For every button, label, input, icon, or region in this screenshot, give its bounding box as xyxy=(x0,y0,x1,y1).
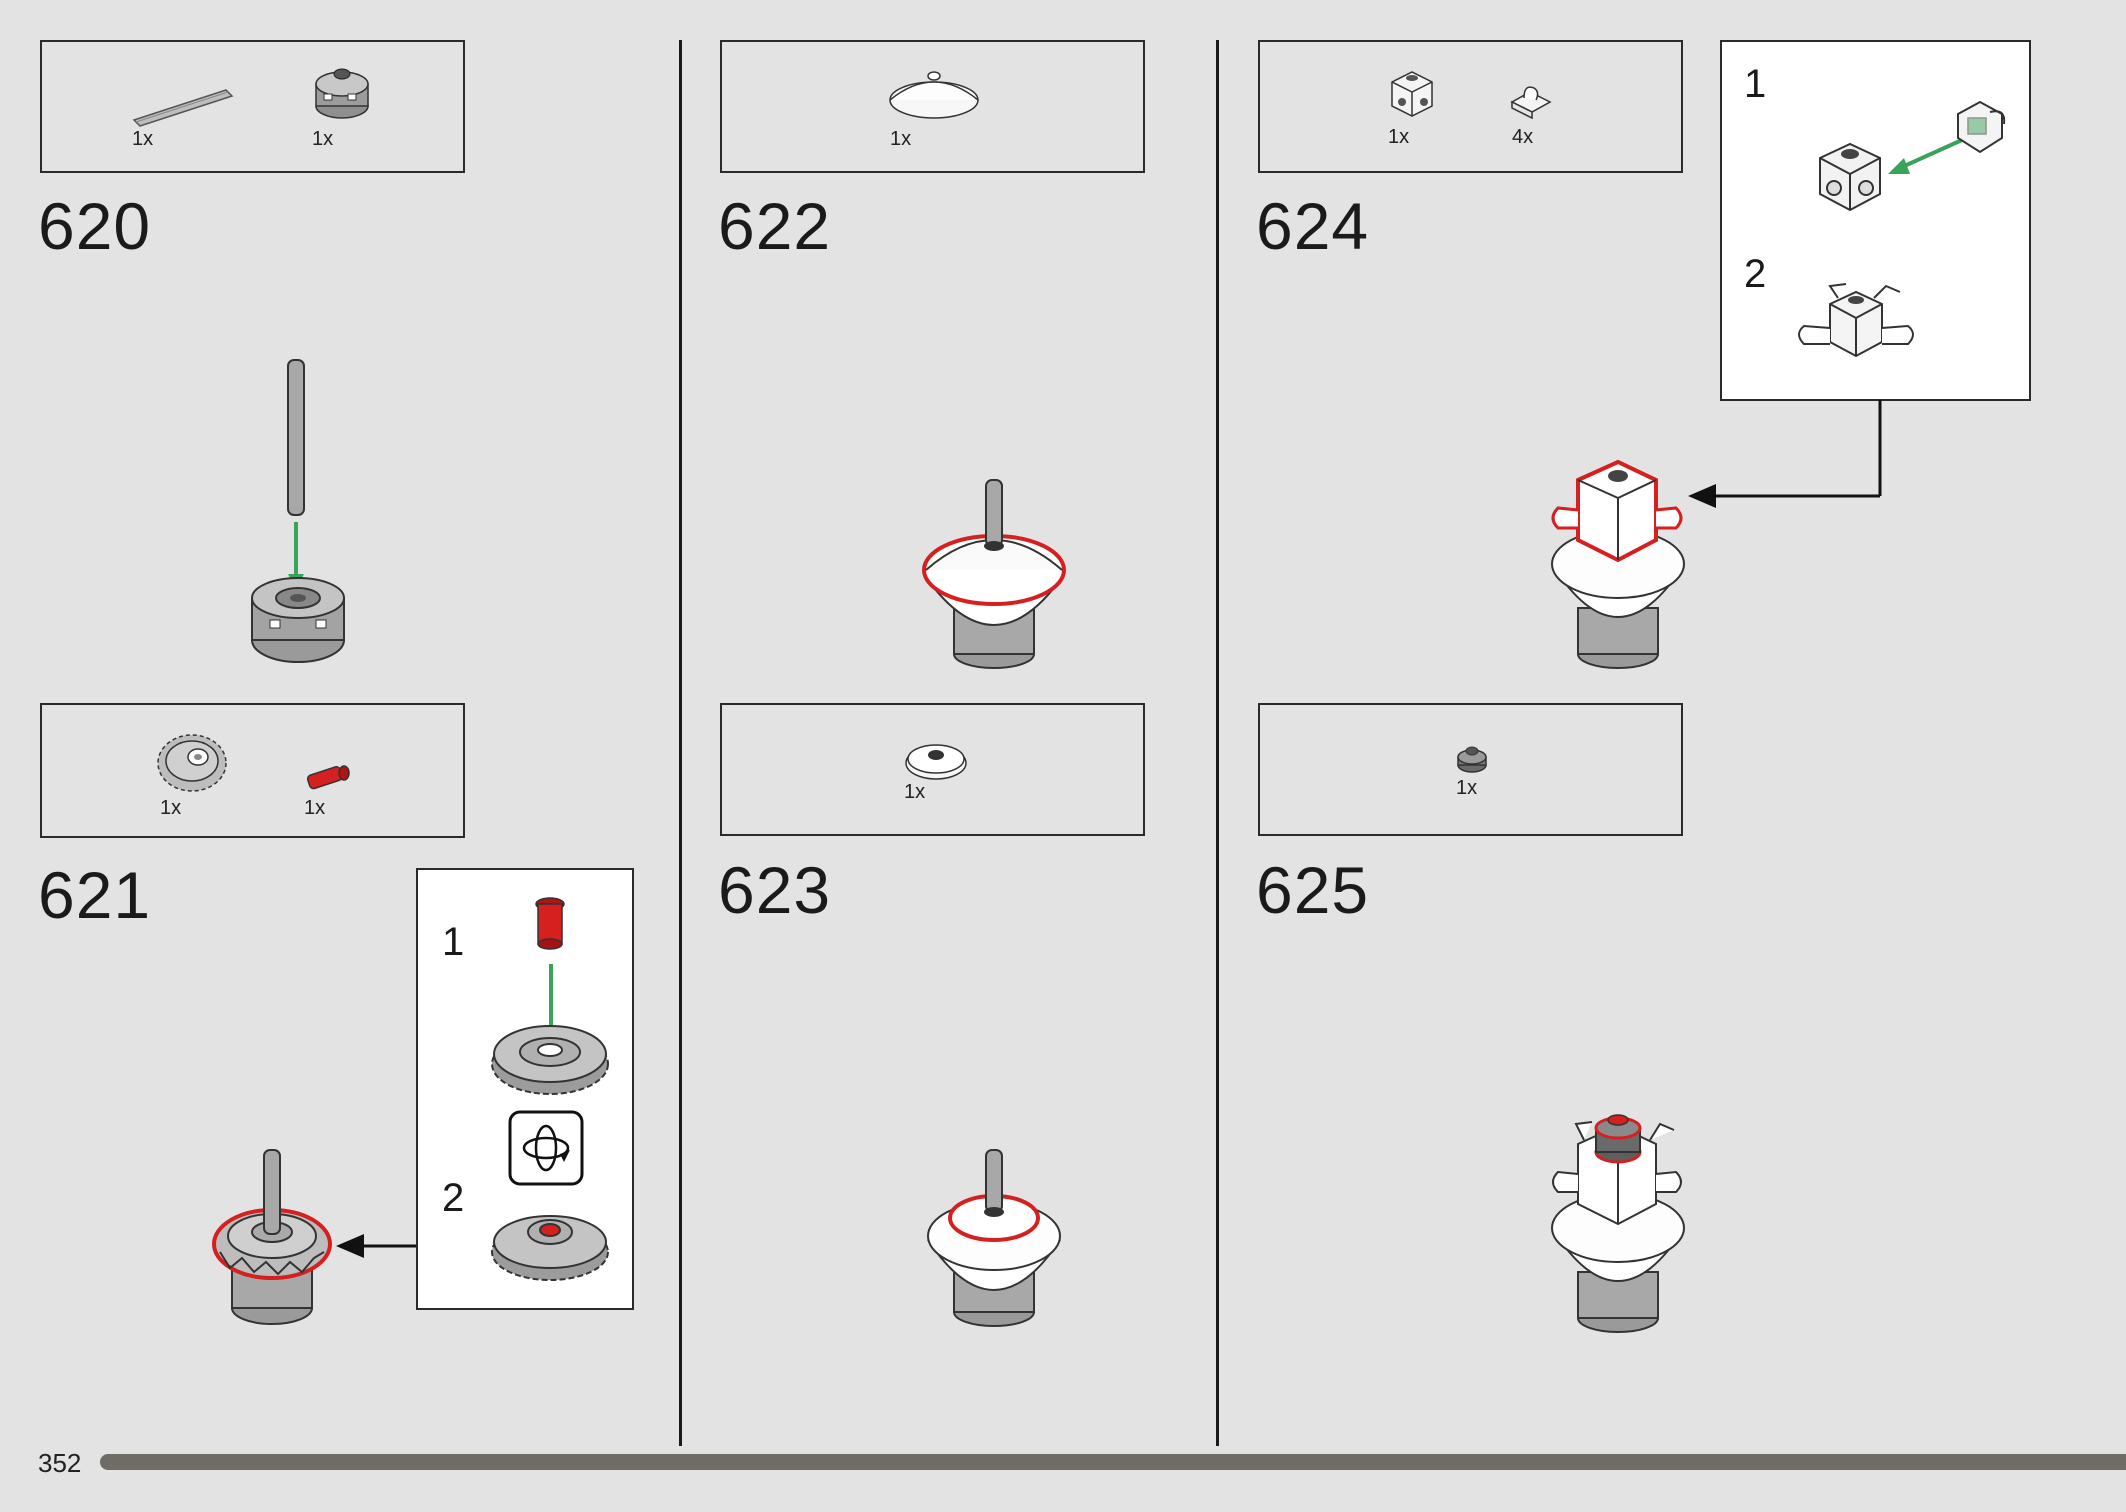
assembly-623 xyxy=(927,1149,1061,1327)
pointer-arrow-621 xyxy=(336,1234,418,1258)
parts-list-625: 1x xyxy=(1258,703,1683,836)
clip-plate-icon xyxy=(1957,100,2006,154)
red-pin-icon xyxy=(535,897,565,950)
part-qty: 1x xyxy=(160,797,182,819)
gear-icon xyxy=(157,734,227,792)
parts-list-622: 1x xyxy=(720,40,1145,173)
column-divider xyxy=(679,40,682,1446)
part-qty: 1x xyxy=(132,128,154,150)
sub-step-number: 1 xyxy=(442,920,465,964)
rotate-model-icon xyxy=(508,1110,584,1186)
part-qty: 1x xyxy=(904,781,926,803)
assembly-622 xyxy=(922,479,1066,669)
step-number-622: 622 xyxy=(718,189,832,263)
step-number-625: 625 xyxy=(1256,853,1370,927)
parts-list-620: 1x 1x xyxy=(40,40,465,173)
part-qty: 1x xyxy=(1456,777,1478,799)
page-number: 352 xyxy=(38,1448,82,1478)
assembly-620 xyxy=(251,359,345,663)
callout-624: 1 2 xyxy=(1720,40,2031,401)
brick-with-studs-icon xyxy=(1819,142,1881,212)
dish-icon xyxy=(889,71,979,119)
sub-step-number: 1 xyxy=(1744,62,1767,106)
parts-list-623: 1x xyxy=(720,703,1145,836)
pointer-arrow-624 xyxy=(1688,400,1882,508)
part-qty: 1x xyxy=(890,128,912,150)
round-brick-icon xyxy=(315,68,369,119)
part-qty: 1x xyxy=(304,797,326,819)
assembly-621 xyxy=(212,1149,332,1325)
parts-list-624: 1x 4x xyxy=(1258,40,1683,173)
brick-with-clips-icon xyxy=(1798,283,1914,358)
red-pin-icon xyxy=(306,765,350,790)
sub-step-number: 2 xyxy=(442,1176,465,1220)
step-number-620: 620 xyxy=(38,189,152,263)
sub-step-number: 2 xyxy=(1744,252,1767,296)
step-number-623: 623 xyxy=(718,853,832,927)
axle-icon xyxy=(132,89,234,127)
column-divider xyxy=(1216,40,1219,1446)
assembly-arrow xyxy=(1888,138,1963,174)
assembly-624 xyxy=(1551,459,1685,669)
part-qty: 1x xyxy=(1388,126,1410,148)
progress-bar xyxy=(100,1454,2126,1470)
gear-icon xyxy=(491,1025,609,1095)
part-qty: 4x xyxy=(1512,126,1534,148)
step-number-621: 621 xyxy=(38,858,152,932)
parts-list-621: 1x 1x xyxy=(40,703,465,838)
callout-621: 1 2 xyxy=(416,868,634,1310)
step-number-624: 624 xyxy=(1256,189,1370,263)
part-qty: 1x xyxy=(312,128,334,150)
gear-with-pin-icon xyxy=(491,1215,609,1281)
brick-with-studs-icon xyxy=(1391,71,1433,117)
clip-plate-icon xyxy=(1510,86,1552,120)
assembly-625 xyxy=(1551,1114,1685,1333)
round-tile-icon xyxy=(905,744,967,780)
round-plate-icon xyxy=(1457,746,1487,773)
